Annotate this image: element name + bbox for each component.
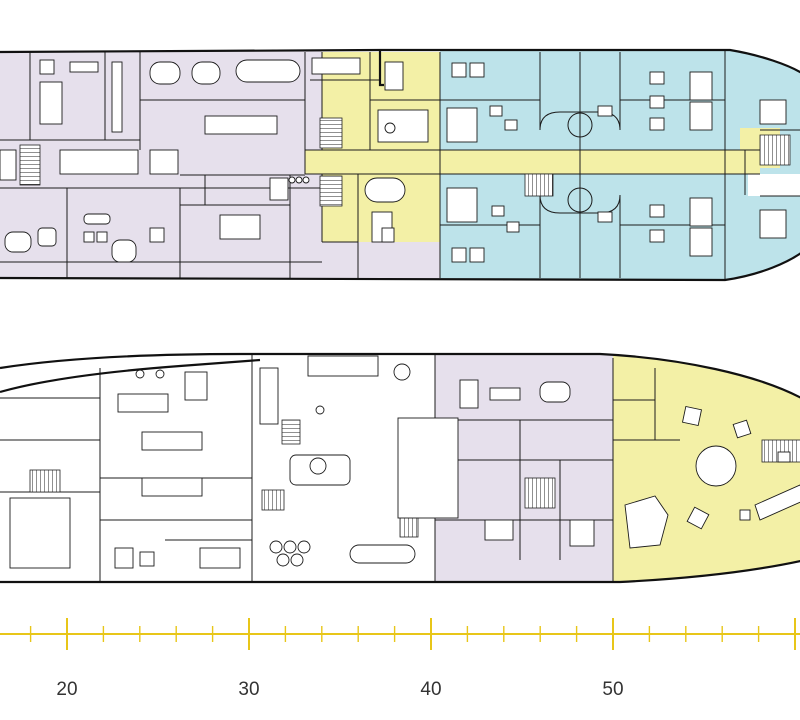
lower-stair-e bbox=[524, 477, 556, 509]
scale-bar bbox=[0, 618, 800, 650]
lower-deck bbox=[0, 352, 800, 584]
scale-label-20: 20 bbox=[56, 679, 77, 700]
lower-stair-b bbox=[281, 419, 301, 445]
upper-spiral-stair bbox=[759, 134, 791, 166]
upper-stair-c bbox=[524, 173, 554, 197]
scale-label-50: 50 bbox=[602, 679, 623, 700]
scale-label-40: 40 bbox=[420, 679, 441, 700]
upper-corridor-band bbox=[440, 150, 760, 174]
lower-stair-a bbox=[29, 469, 61, 493]
upper-stair-d bbox=[19, 144, 41, 186]
scale-label-30: 30 bbox=[238, 679, 259, 700]
upper-stair-b bbox=[319, 175, 343, 207]
lower-stair-c bbox=[261, 489, 285, 511]
lower-hull-outline bbox=[0, 352, 800, 399]
upper-hull-outline bbox=[0, 48, 800, 74]
upper-white-gap bbox=[748, 174, 800, 196]
upper-stair-a bbox=[319, 117, 343, 149]
upper-deck bbox=[0, 48, 800, 282]
